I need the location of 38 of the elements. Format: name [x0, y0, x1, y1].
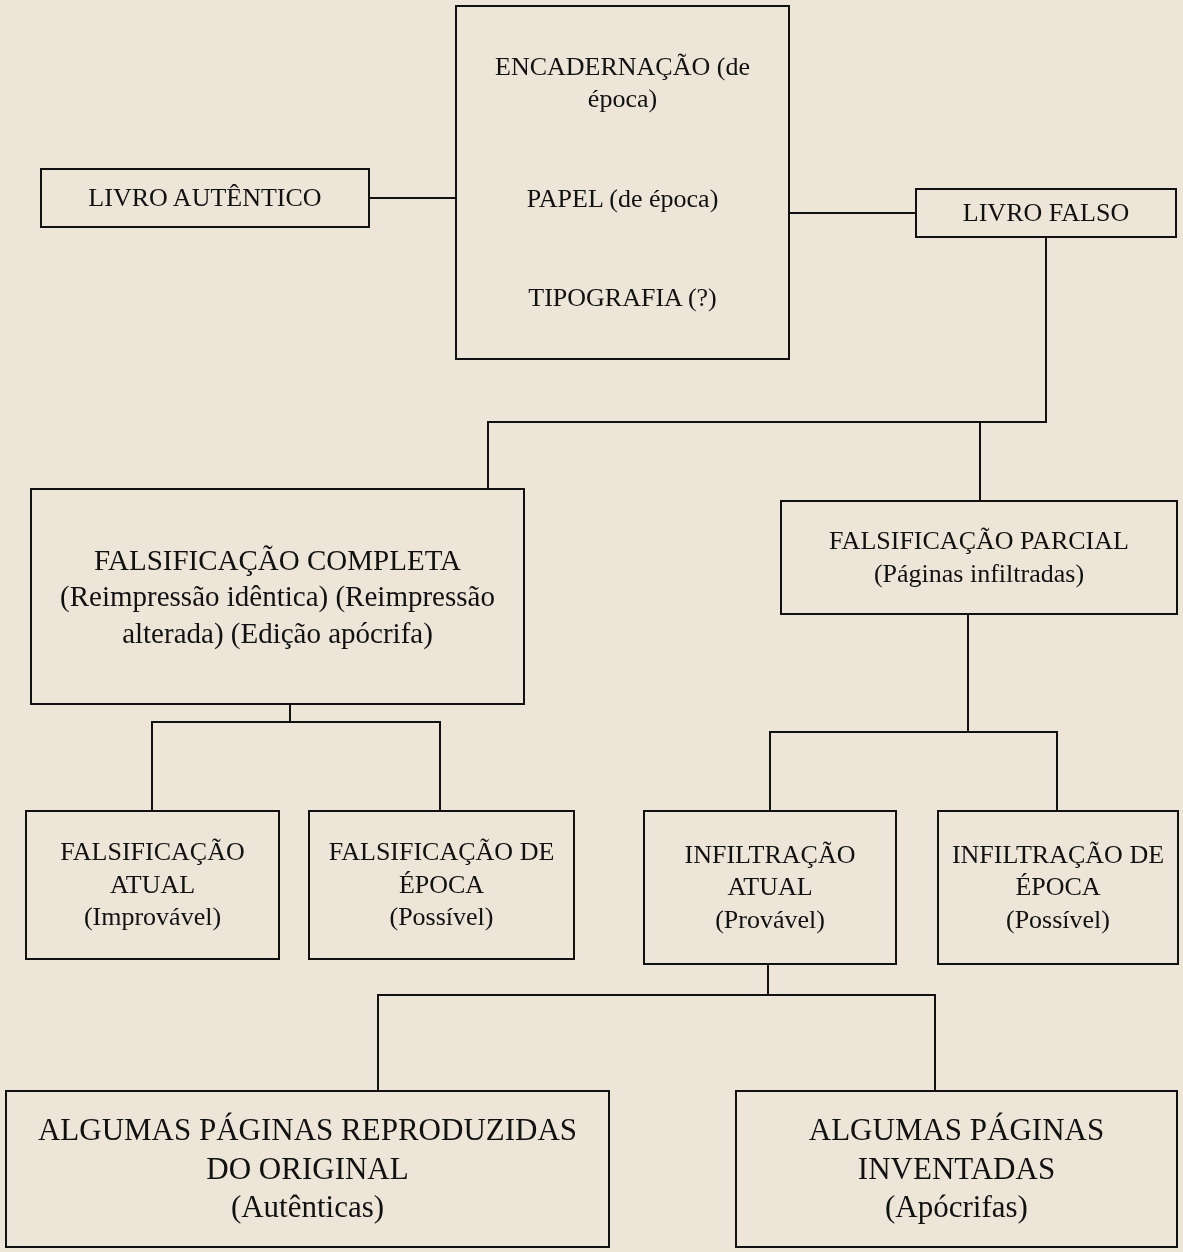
node-text: (Provável): [715, 903, 825, 936]
node-heading: ALGUMAS PÁGINAS REPRODUZIDAS DO ORIGINAL: [36, 1110, 579, 1188]
node-text: (Apócrifas): [885, 1188, 1028, 1227]
node-heading: FALSIFICAÇÃO DE ÉPOCA: [327, 836, 556, 901]
text-box: [30, 488, 525, 705]
node-heading: INFILTRAÇÃO DE ÉPOCA: [950, 838, 1166, 904]
node-text: (Páginas infiltradas): [873, 557, 1085, 590]
node-text: PAPEL (de época): [526, 182, 719, 215]
text-box: [735, 1090, 1178, 1248]
text-box: [915, 188, 1177, 238]
text-box: [780, 500, 1178, 615]
node-text: (Autênticas): [230, 1188, 385, 1227]
node-heading: FALSIFICAÇÃO COMPLETA: [94, 543, 461, 579]
node-text: (Possível): [389, 901, 494, 934]
connector-line: [289, 704, 441, 811]
node-heading: LIVRO FALSO: [962, 196, 1130, 229]
text-box: [455, 5, 790, 360]
node-text: (Possível): [1006, 903, 1110, 936]
node-heading: FALSIFICAÇÃO ATUAL: [59, 836, 246, 901]
text-box: [308, 810, 575, 960]
connector-line: [767, 964, 936, 1091]
text-box: [937, 810, 1179, 965]
node-heading: ENCADERNAÇÃO (de época): [494, 50, 751, 115]
text-box: [643, 810, 897, 965]
node-heading: FALSIFICAÇÃO PARCIAL: [829, 525, 1129, 557]
node-text: (Improvável): [83, 901, 222, 934]
node-text: (Reimpressão idêntica) (Reimpressão alterada) (Edição apócrifa): [59, 579, 496, 651]
text-box: [40, 168, 370, 228]
node-heading: INFILTRAÇÃO ATUAL: [683, 838, 857, 904]
connector-line: [369, 197, 456, 199]
text-box: [5, 1090, 610, 1248]
node-heading: ALGUMAS PÁGINAS INVENTADAS: [807, 1110, 1106, 1188]
node-heading: LIVRO AUTÊNTICO: [88, 181, 322, 214]
text-box: [25, 810, 280, 960]
connector-line: [789, 212, 916, 214]
node-text: TIPOGRAFIA (?): [528, 282, 717, 314]
connector-line: [967, 614, 1058, 811]
connector-line: [979, 237, 1047, 501]
